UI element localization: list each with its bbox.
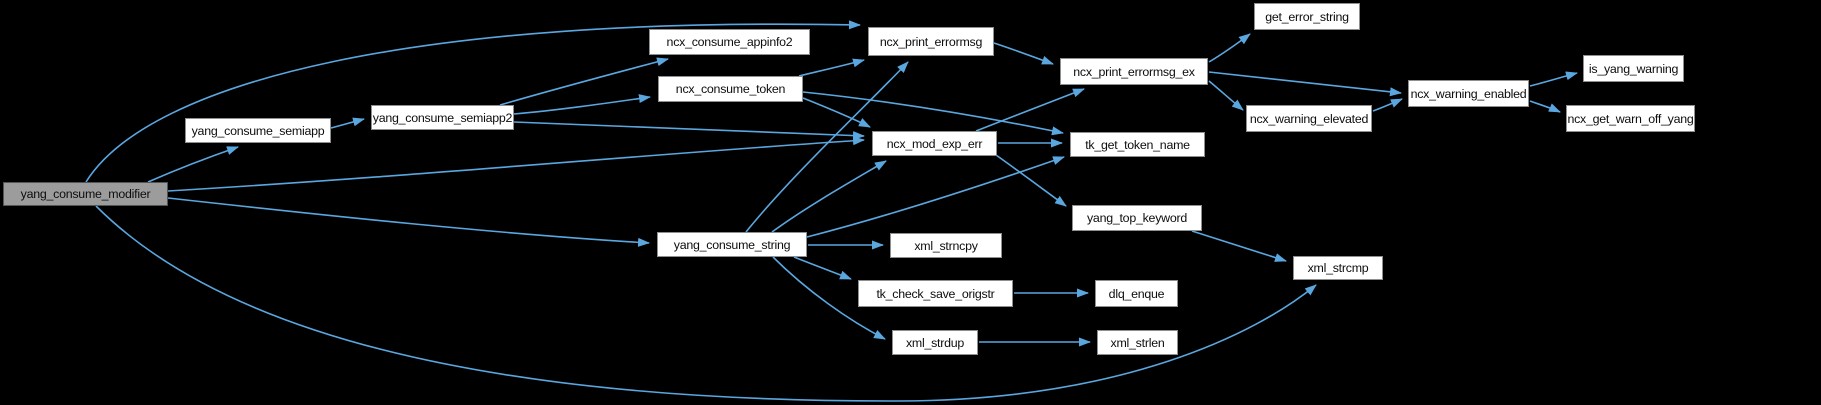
node-is_yang_warning[interactable]: is_yang_warning xyxy=(1583,55,1684,82)
edge-yang_consume_string-to-xml_strdup xyxy=(772,256,886,340)
node-get_error_string[interactable]: get_error_string xyxy=(1254,3,1360,30)
node-ncx_consume_appinfo2[interactable]: ncx_consume_appinfo2 xyxy=(649,29,810,55)
edge-ncx_warning_enabled-to-ncx_get_warn_off_yang xyxy=(1529,100,1561,113)
node-ncx_mod_exp_err[interactable]: ncx_mod_exp_err xyxy=(872,131,997,156)
node-ncx_get_warn_off_yang[interactable]: ncx_get_warn_off_yang xyxy=(1566,105,1695,132)
node-tk_get_token_name[interactable]: tk_get_token_name xyxy=(1070,132,1205,157)
edge-yang_consume_semiapp2-to-ncx_consume_token xyxy=(513,94,651,115)
edge-yang_consume_string-to-tk_check_save_origstr xyxy=(793,256,852,280)
edge-ncx_consume_token-to-ncx_mod_exp_err xyxy=(802,97,871,128)
node-yang_consume_modifier[interactable]: yang_consume_modifier xyxy=(3,182,168,206)
node-xml_strcmp[interactable]: xml_strcmp xyxy=(1293,256,1383,280)
node-ncx_warning_elevated[interactable]: ncx_warning_elevated xyxy=(1246,105,1372,132)
edge-ncx_print_errormsg_ex-to-ncx_warning_enabled xyxy=(1208,71,1402,97)
edge-yang_consume_string-to-ncx_mod_exp_err xyxy=(771,160,887,233)
edge-ncx_consume_token-to-tk_get_token_name xyxy=(802,91,1064,136)
edge-yang_top_keyword-to-xml_strcmp xyxy=(1191,230,1287,262)
edge-yang_consume_semiapp-to-yang_consume_semiapp2 xyxy=(330,117,365,129)
node-yang_consume_semiapp2[interactable]: yang_consume_semiapp2 xyxy=(371,105,514,130)
edge-ncx_print_errormsg_ex-to-get_error_string xyxy=(1208,33,1251,63)
edge-yang_consume_semiapp2-to-ncx_mod_exp_err xyxy=(513,121,865,141)
edge-ncx_print_errormsg-to-ncx_print_errormsg_ex xyxy=(993,42,1054,65)
edge-yang_consume_semiapp2-to-ncx_consume_appinfo2 xyxy=(499,57,669,106)
node-ncx_consume_token[interactable]: ncx_consume_token xyxy=(658,76,803,102)
edge-yang_consume_modifier-to-ncx_mod_exp_err xyxy=(167,136,865,192)
node-ncx_print_errormsg[interactable]: ncx_print_errormsg xyxy=(868,27,994,56)
edge-ncx_warning_enabled-to-is_yang_warning xyxy=(1529,71,1578,87)
node-dlq_enque[interactable]: dlq_enque xyxy=(1095,280,1178,307)
edge-yang_consume_modifier-to-yang_consume_semiapp xyxy=(147,146,239,183)
edge-yang_consume_modifier-to-ncx_print_errormsg xyxy=(85,20,861,183)
node-yang_consume_semiapp[interactable]: yang_consume_semiapp xyxy=(185,118,331,143)
node-xml_strdup[interactable]: xml_strdup xyxy=(892,330,978,355)
node-xml_strncpy[interactable]: xml_strncpy xyxy=(890,233,1002,258)
node-yang_top_keyword[interactable]: yang_top_keyword xyxy=(1072,205,1202,231)
edge-ncx_warning_elevated-to-ncx_warning_enabled xyxy=(1372,98,1403,112)
edge-yang_consume_string-to-tk_get_token_name xyxy=(806,156,1065,238)
node-ncx_print_errormsg_ex[interactable]: ncx_print_errormsg_ex xyxy=(1060,58,1208,85)
edge-yang_consume_modifier-to-yang_consume_string xyxy=(167,197,650,247)
node-yang_consume_string[interactable]: yang_consume_string xyxy=(657,232,807,257)
edge-ncx_mod_exp_err-to-yang_top_keyword xyxy=(995,154,1067,207)
edge-ncx_consume_token-to-ncx_print_errormsg xyxy=(798,58,865,77)
edge-ncx_print_errormsg_ex-to-ncx_warning_elevated xyxy=(1208,80,1244,111)
node-ncx_warning_enabled[interactable]: ncx_warning_enabled xyxy=(1408,80,1529,107)
edge-ncx_mod_exp_err-to-ncx_print_errormsg_ex xyxy=(975,88,1085,132)
node-xml_strlen[interactable]: xml_strlen xyxy=(1097,330,1178,355)
edge-yang_consume_modifier-to-xml_strcmp xyxy=(95,205,1317,402)
edge-yang_consume_string-to-ncx_print_errormsg xyxy=(745,61,909,233)
node-tk_check_save_origstr[interactable]: tk_check_save_origstr xyxy=(858,280,1013,307)
